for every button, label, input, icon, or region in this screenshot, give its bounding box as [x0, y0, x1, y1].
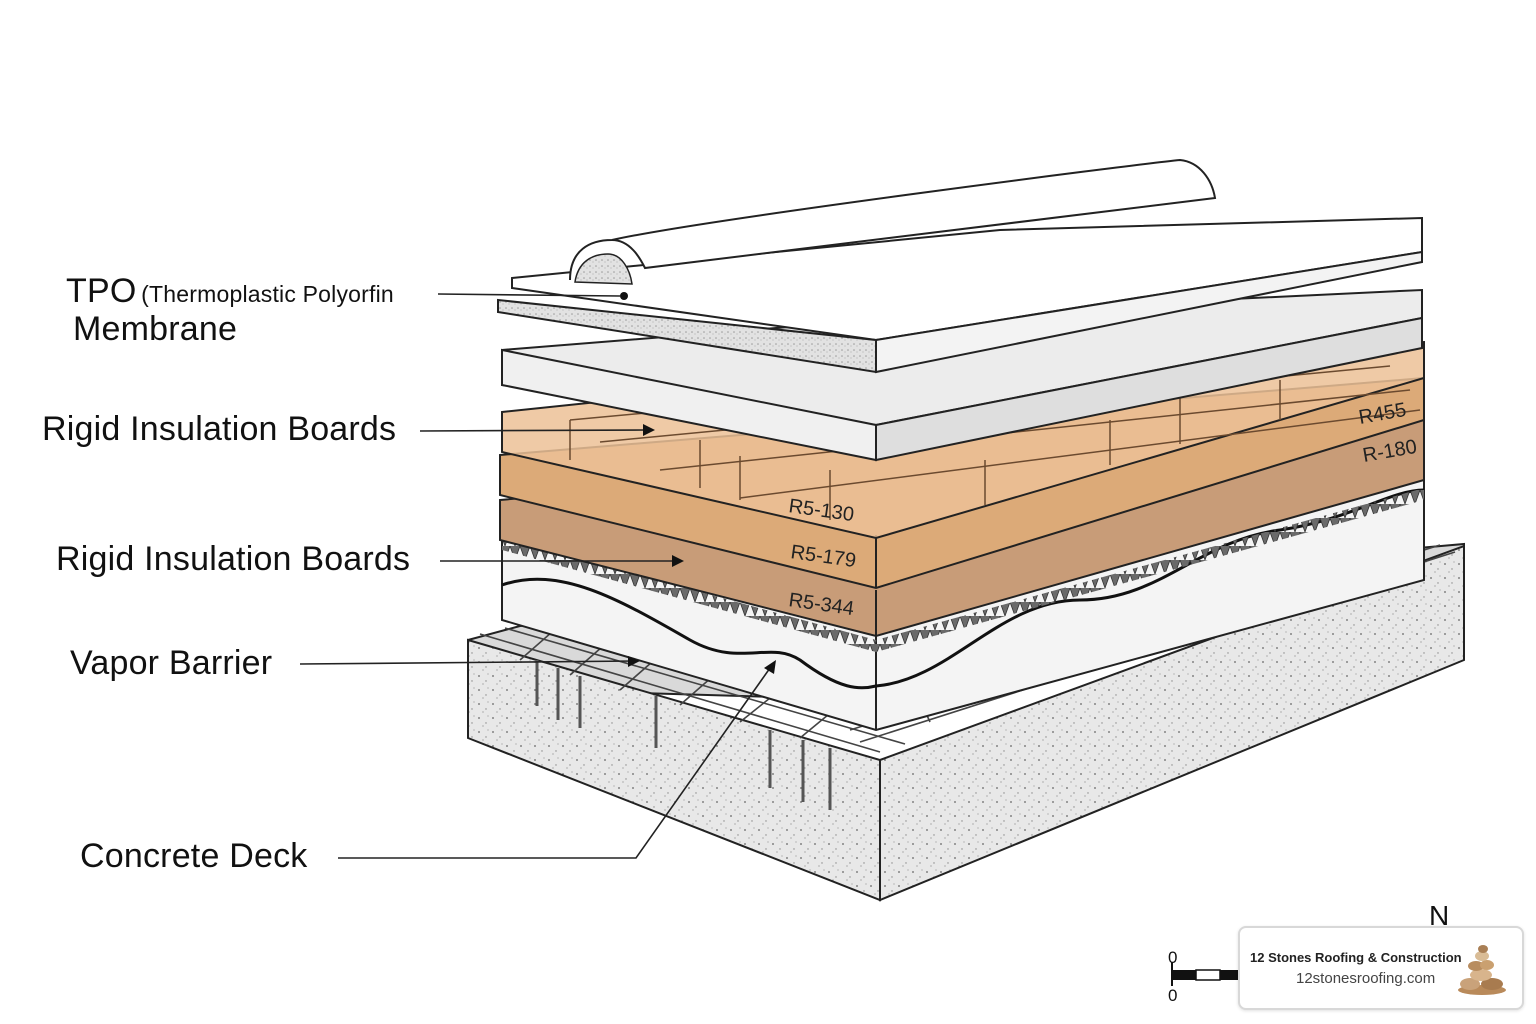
scale-label-bottom: 0 — [1168, 986, 1178, 1005]
leader-rigid-upper — [419, 429, 646, 432]
label-tpo-line2: Membrane — [73, 310, 238, 348]
leader-tpo — [437, 293, 621, 297]
label-concrete-deck: Concrete Deck — [80, 837, 308, 875]
label-vapor-barrier: Vapor Barrier — [70, 644, 273, 682]
leader-vapor — [299, 660, 637, 665]
north-arrow-label: N — [1429, 900, 1450, 931]
label-tpo-line1: TPO (Thermoplastic Polyorfin — [66, 272, 394, 311]
leader-lines — [299, 293, 771, 859]
leader-deck — [338, 667, 771, 859]
label-rigid-insulation-lower: Rigid Insulation Boards — [56, 540, 411, 578]
label-rigid-insulation-upper: Rigid Insulation Boards — [42, 410, 397, 448]
leader-arrowheads — [628, 424, 776, 674]
stones-logo-icon — [1458, 945, 1506, 995]
credit-company: 12 Stones Roofing & Construction — [1250, 950, 1462, 965]
rebar-bars — [535, 660, 832, 810]
label-tpo-abbr: TPO — [66, 272, 137, 310]
label-tpo-rest: (Thermoplastic Polyorfin — [141, 281, 394, 307]
credit-badge[interactable]: 12 Stones Roofing & Construction 12stone… — [1238, 926, 1524, 1010]
credit-url[interactable]: 12stonesroofing.com — [1296, 970, 1436, 987]
cover-board — [501, 288, 1423, 462]
tpo-membrane — [497, 158, 1423, 374]
scale-label-top: 0 — [1168, 948, 1178, 967]
scale-bar — [1171, 962, 1240, 986]
